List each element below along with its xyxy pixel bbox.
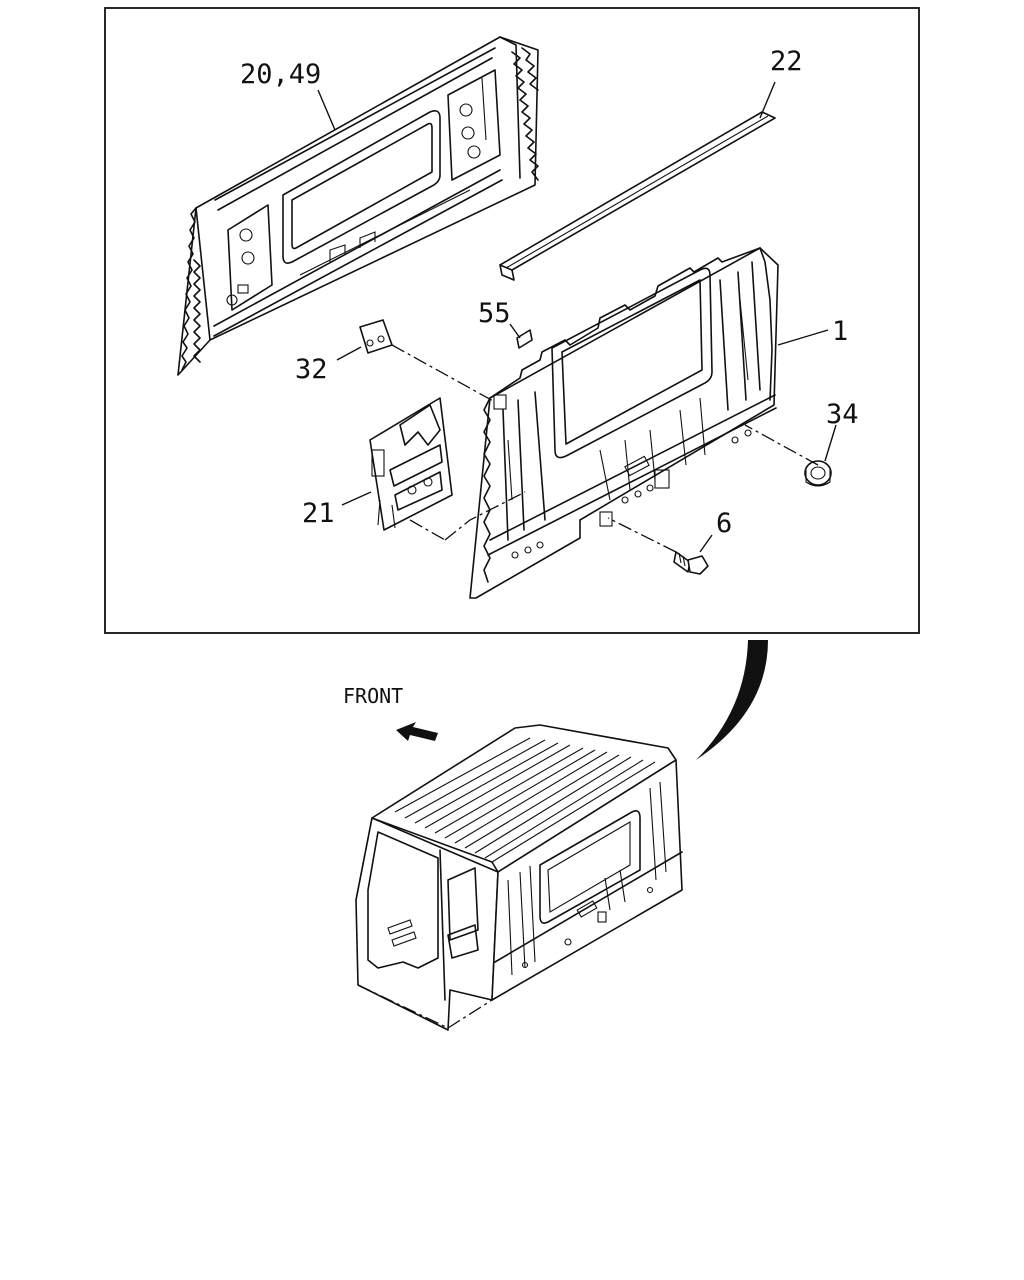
part-bracket-plate <box>369 397 453 531</box>
callout-1: 1 <box>832 316 848 347</box>
callout-32: 32 <box>295 354 328 385</box>
cab-overview <box>355 724 683 1031</box>
callout-20-49: 20,49 <box>240 59 321 90</box>
callout-21: 21 <box>302 498 335 529</box>
part-trim-strip <box>499 111 776 281</box>
assembly-lines <box>391 344 819 553</box>
pointer-swoosh <box>696 640 768 760</box>
callout-6: 6 <box>716 508 732 539</box>
part-inner-back-panel <box>177 36 539 376</box>
part-clip <box>516 329 533 349</box>
front-arrow-icon <box>396 722 438 741</box>
part-rear-outer-panel <box>469 247 779 599</box>
leader-lines <box>317 81 837 553</box>
part-pad <box>359 319 393 354</box>
detail-frame <box>104 7 920 634</box>
front-indicator: FRONT <box>343 684 438 741</box>
part-nut <box>804 460 832 487</box>
callout-55: 55 <box>478 298 511 329</box>
part-bolt <box>673 551 709 575</box>
front-label: FRONT <box>343 684 403 708</box>
callout-22: 22 <box>770 46 803 77</box>
callout-34: 34 <box>826 399 859 430</box>
